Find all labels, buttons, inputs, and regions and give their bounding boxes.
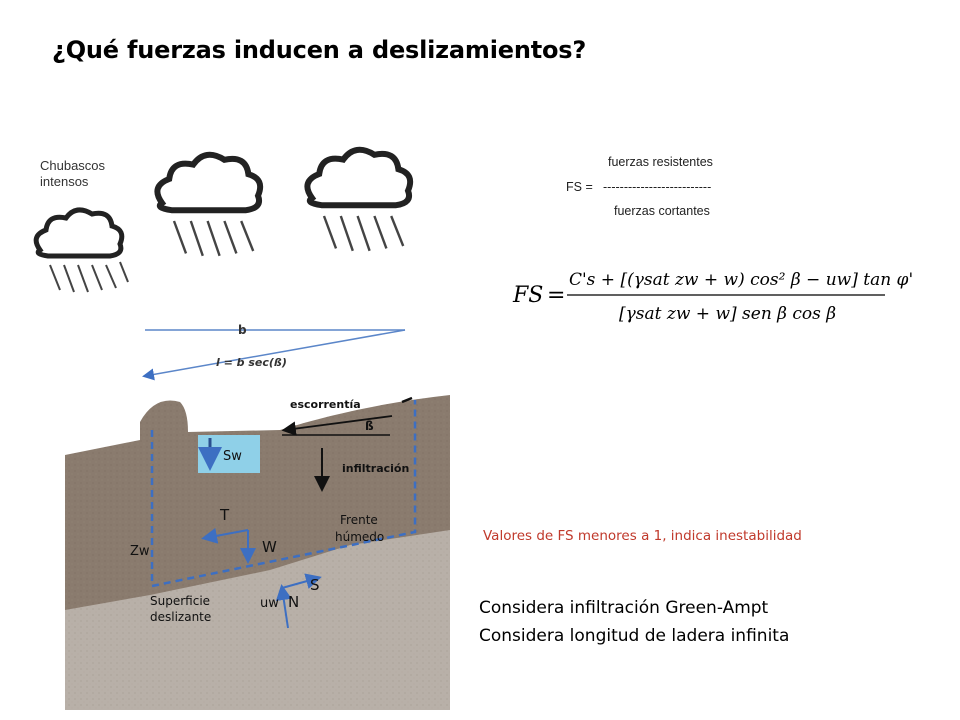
cloud-icon: [154, 151, 264, 257]
consideration-item: Considera infiltración Green-Ampt: [479, 598, 769, 618]
s-label: S: [310, 576, 320, 594]
slide-title: ¿Qué fuerzas inducen a deslizamientos?: [52, 36, 587, 64]
cloud-icon: [33, 207, 129, 293]
fs-dashes: --------------------------: [603, 180, 712, 194]
n-arrow: [275, 584, 292, 629]
fs-lhs-text: FS =: [566, 180, 593, 194]
escorrentia-label: escorrentía: [290, 398, 361, 411]
n-label: N: [288, 593, 299, 611]
landslide-diagram: Chubascos intensos b l = b sec(ß) Sw ß e…: [33, 146, 450, 710]
infiltracion-label: infiltración: [342, 462, 409, 475]
svg-text:=: =: [547, 283, 565, 308]
fs-formula: FS = C's + [(γsat zw + w) cos² β − uw] t…: [512, 270, 913, 324]
frente-label: Frente: [340, 513, 378, 527]
w-label: W: [262, 538, 277, 556]
formula-numerator: C's + [(γsat zw + w) cos² β − uw] tan φ': [569, 270, 913, 290]
superficie-label: deslizante: [150, 610, 211, 624]
formula-denominator: [γsat zw + w] sen β cos β: [619, 304, 836, 324]
s-arrow: [281, 573, 322, 589]
formula-lhs: FS: [512, 283, 543, 308]
clouds-label: Chubascos: [40, 158, 106, 173]
b-label: b: [238, 323, 247, 337]
dashed-box: [150, 400, 417, 588]
l-line: [142, 329, 406, 381]
runoff-arrow: [281, 415, 393, 436]
clouds-label: intensos: [40, 174, 89, 189]
beta-label: ß: [365, 419, 374, 433]
frente-label: húmedo: [335, 530, 384, 544]
sw-label: Sw: [223, 449, 242, 464]
fs-numerator-text: fuerzas resistentes: [608, 155, 713, 169]
uw-label: uw: [260, 596, 279, 611]
t-label: T: [219, 506, 230, 524]
consideration-item: Considera longitud de ladera infinita: [479, 626, 790, 646]
superficie-label: Superficie: [150, 594, 210, 608]
l-label: l = b sec(ß): [216, 356, 287, 369]
zw-label: Zw: [130, 544, 150, 559]
fs-denominator-text: fuerzas cortantes: [614, 204, 710, 218]
stability-note: Valores de FS menores a 1, indica inesta…: [483, 528, 802, 544]
t-arrow: [201, 527, 249, 544]
cloud-icon: [304, 146, 414, 252]
